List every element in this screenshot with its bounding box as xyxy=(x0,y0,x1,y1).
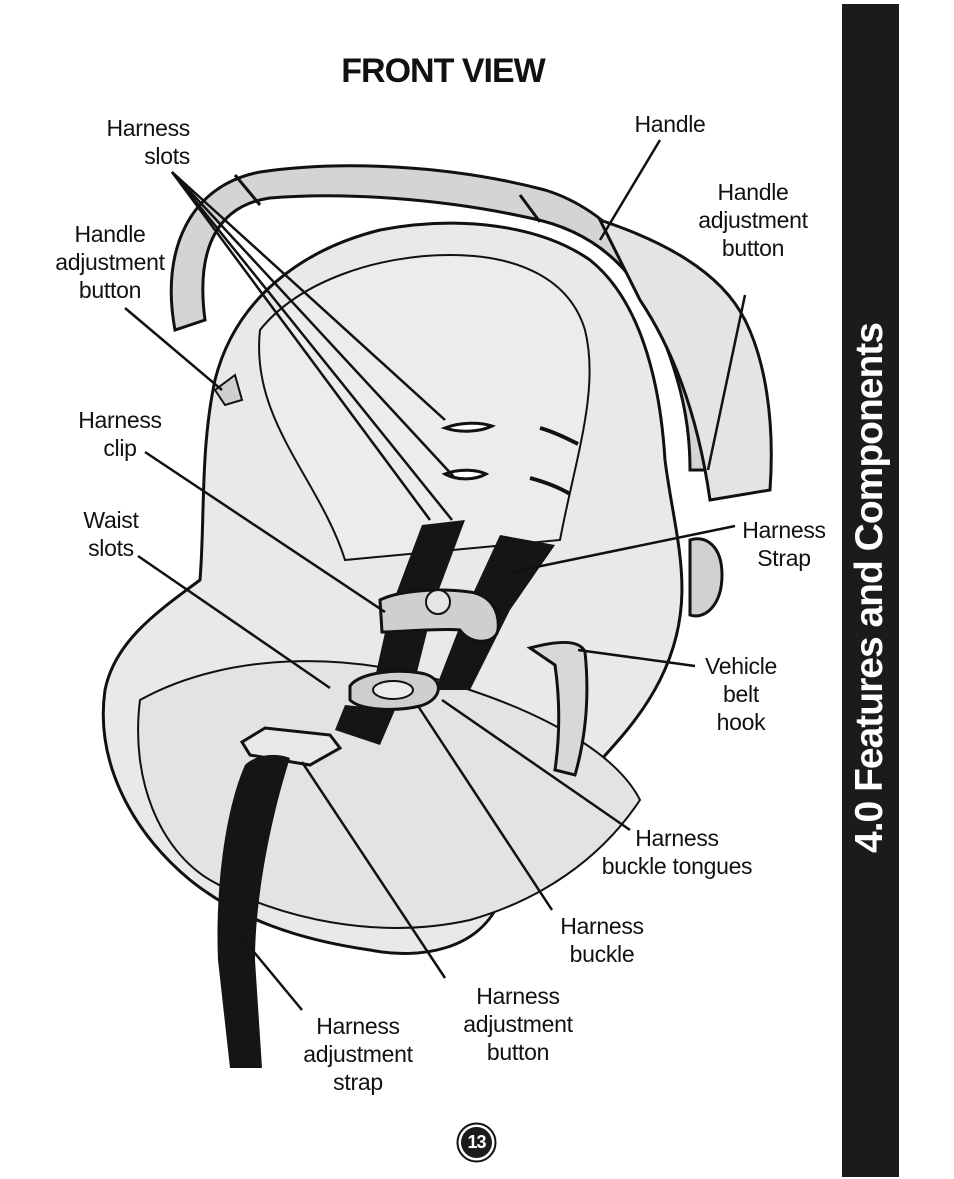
seat-shell-right xyxy=(597,217,773,502)
vehicle-belt-hook xyxy=(526,640,589,777)
label-harness-clip: Harness clip xyxy=(78,407,162,461)
harness-adjustment-strap xyxy=(217,754,290,1068)
label-harness-adjustment-button: Harness adjustment button xyxy=(463,983,573,1065)
label-handle-adjustment-button-right: Handle adjustment button xyxy=(698,179,808,261)
page-number-badge xyxy=(456,1122,497,1163)
label-waist-slots: Waist slots xyxy=(83,507,139,561)
label-handle: Handle xyxy=(634,111,706,137)
page-title: FRONT VIEW xyxy=(341,52,545,90)
leader-adjustment-strap xyxy=(243,939,303,1011)
leader-harness-clip xyxy=(144,450,386,614)
leader-buckle-tongues xyxy=(441,698,631,832)
label-harness-buckle-tongues: Harness buckle tongues xyxy=(601,825,753,879)
leader-handle xyxy=(598,139,662,241)
leader-harness-slots-1 xyxy=(171,171,446,421)
section-tab xyxy=(842,4,899,1177)
label-harness-buckle: Harness buckle xyxy=(560,913,644,967)
leader-handle-adjust-right xyxy=(706,294,747,471)
leader-waist-slots xyxy=(137,554,331,690)
section-tab-label: 4.0 Features and Components xyxy=(848,323,891,853)
leader-harness-strap xyxy=(511,524,736,574)
leader-harness-slots-4 xyxy=(171,171,453,521)
label-harness-strap: Harness Strap xyxy=(742,517,826,571)
page-number: 13 xyxy=(467,1132,486,1152)
leader-harness-buckle xyxy=(416,705,554,911)
leader-harness-slots-3 xyxy=(170,171,432,521)
label-handle-adjustment-button-left: Handle adjustment button xyxy=(55,221,165,303)
label-harness-slots: Harness slots xyxy=(106,115,190,169)
leader-vehicle-belt-hook xyxy=(577,648,696,668)
leader-handle-adjust-left xyxy=(124,307,223,391)
label-vehicle-belt-hook: Vehicle belt hook xyxy=(704,653,778,735)
label-harness-adjustment-strap: Harness adjustment strap xyxy=(303,1013,413,1095)
leader-harness-slots-2 xyxy=(171,171,456,479)
leader-adjustment-button xyxy=(300,761,447,979)
